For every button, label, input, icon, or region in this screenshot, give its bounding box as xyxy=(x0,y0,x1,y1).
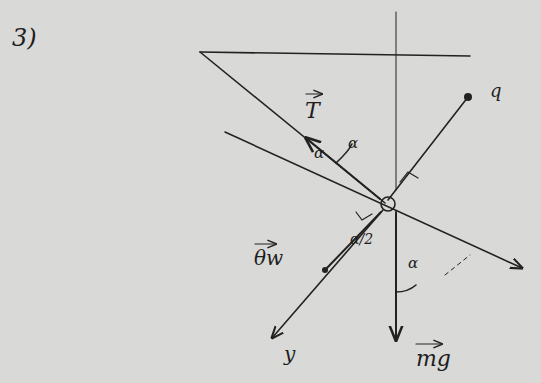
angle-label: α xyxy=(314,146,324,161)
charged-ball xyxy=(381,197,395,211)
vector-label: mg xyxy=(416,348,451,370)
vector-arrow xyxy=(306,93,322,94)
x-axis xyxy=(225,132,522,268)
problem-number: 3) xyxy=(12,26,37,50)
axis-label: y xyxy=(284,344,295,364)
vector-label: T xyxy=(305,100,320,122)
charge-line xyxy=(388,97,468,200)
angle-label: α xyxy=(348,136,358,151)
y-axis xyxy=(272,210,383,338)
angle-label: α/2 xyxy=(350,232,373,246)
helper-line xyxy=(445,255,470,275)
right-angle-mark xyxy=(400,172,418,182)
thread-line xyxy=(200,52,385,203)
tension-vector xyxy=(306,138,380,199)
angle-arc xyxy=(396,285,416,292)
vector-arrow xyxy=(416,343,442,344)
force-dot xyxy=(322,267,328,273)
charge-label: q xyxy=(490,82,502,100)
ceiling-line xyxy=(200,52,470,56)
force-vector xyxy=(325,212,381,270)
weight-vector xyxy=(395,212,397,340)
vector-label: θw xyxy=(254,248,283,268)
angle-label: α xyxy=(408,256,418,271)
vector-arrow xyxy=(255,243,276,244)
vertical-line xyxy=(396,12,397,190)
right-angle-mark xyxy=(356,212,372,220)
charge-dot xyxy=(464,93,472,101)
